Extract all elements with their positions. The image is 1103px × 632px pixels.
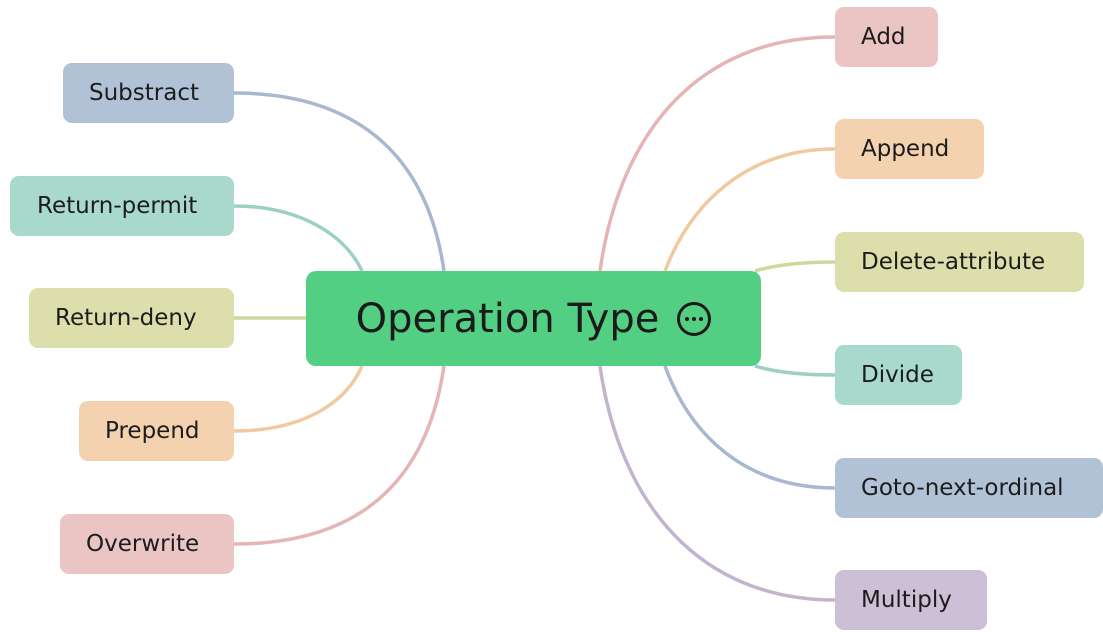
link-prepend (233, 365, 364, 433)
node-delete-attribute[interactable]: Delete-attribute (835, 232, 1084, 292)
node-divide[interactable]: Divide (835, 345, 962, 405)
node-goto-next-ordinal[interactable]: Goto-next-ordinal (835, 458, 1103, 518)
link-append (663, 147, 836, 272)
link-overwrite (233, 365, 446, 546)
node-add[interactable]: Add (835, 7, 938, 67)
node-label: Prepend (105, 418, 200, 444)
node-overwrite[interactable]: Overwrite (60, 514, 234, 574)
link-add (598, 35, 836, 272)
link-multiply (598, 365, 836, 602)
node-label: Add (861, 24, 906, 50)
node-label: Delete-attribute (861, 249, 1046, 275)
more-options-icon[interactable] (677, 301, 712, 336)
link-goto-next-ordinal (663, 365, 836, 490)
node-label: Goto-next-ordinal (861, 475, 1064, 501)
node-label: Return-permit (37, 193, 198, 219)
node-substract[interactable]: Substract (63, 63, 234, 123)
central-topic-label: Operation Type (355, 295, 660, 342)
link-substract (233, 91, 446, 272)
node-label: Return-deny (55, 305, 197, 331)
node-label: Substract (89, 80, 199, 106)
node-multiply[interactable]: Multiply (835, 570, 987, 630)
node-label: Divide (861, 362, 934, 388)
node-return-deny[interactable]: Return-deny (29, 288, 234, 348)
node-prepend[interactable]: Prepend (79, 401, 234, 461)
node-append[interactable]: Append (835, 119, 984, 179)
link-divide (754, 364, 836, 377)
node-return-permit[interactable]: Return-permit (10, 176, 234, 236)
link-return-permit (233, 204, 364, 272)
node-label: Overwrite (86, 531, 200, 557)
central-topic[interactable]: Operation Type (306, 271, 761, 366)
node-label: Append (861, 136, 950, 162)
link-delete-attribute (754, 260, 836, 273)
node-label: Multiply (861, 587, 952, 613)
